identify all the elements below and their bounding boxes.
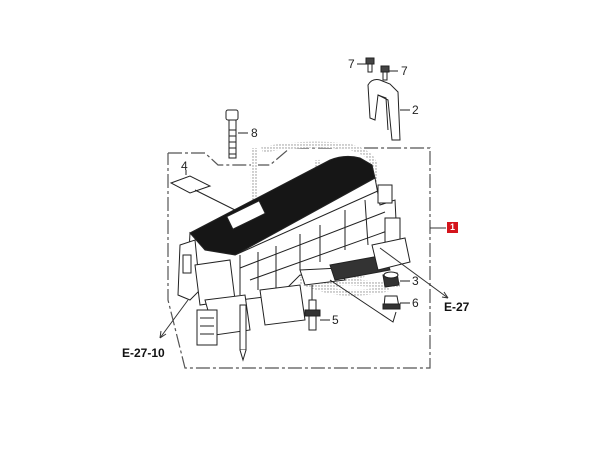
reference-e27[interactable]: E-27 [444, 300, 470, 314]
main-unit-body [177, 155, 411, 362]
part-4-label [169, 170, 236, 211]
leader-lines [159, 227, 449, 339]
part-6-nut [329, 279, 410, 323]
callout-2: 2 [412, 103, 419, 117]
callout-1-highlighted[interactable]: 1 [447, 222, 458, 233]
callout-7a: 7 [348, 57, 355, 71]
callout-4: 4 [181, 159, 188, 173]
part-3-nut [382, 271, 410, 288]
part-8-bolt [225, 109, 248, 159]
part-7-bolts [357, 57, 398, 81]
reference-e27-10[interactable]: E-27-10 [122, 346, 165, 360]
callout-5: 5 [332, 313, 339, 327]
part-2-bracket [367, 79, 410, 141]
callout-7b: 7 [401, 64, 408, 78]
callout-8: 8 [251, 126, 258, 140]
callout-3: 3 [412, 274, 419, 288]
part-5-stud [304, 285, 330, 331]
callout-6: 6 [412, 296, 419, 310]
